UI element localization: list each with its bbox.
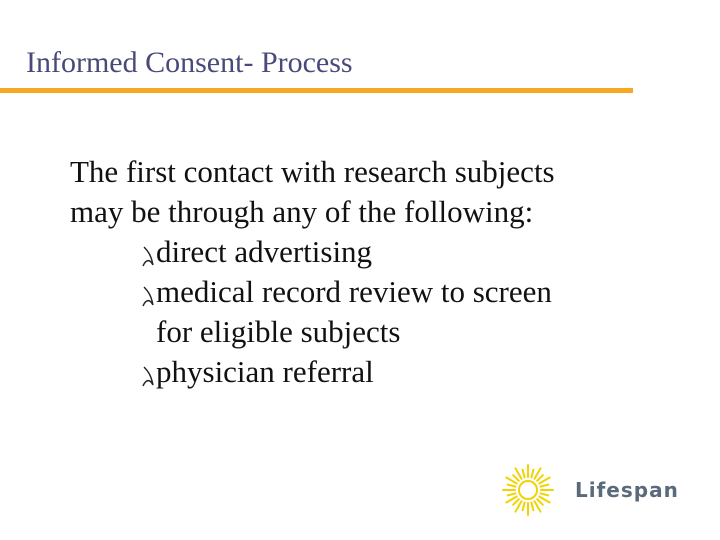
- sun-ray: [505, 476, 518, 485]
- sun-ray: [512, 474, 520, 482]
- sun-ray: [506, 492, 517, 497]
- sun-ray: [539, 483, 550, 488]
- intro-line-1: The first contact with research subjects: [70, 154, 555, 189]
- sun-ray: [536, 474, 544, 482]
- bullet-text: medical record review to screen: [156, 274, 552, 309]
- bullet-item: direct advertising: [70, 232, 555, 272]
- bullet-text: physician referral: [156, 354, 374, 389]
- swoosh-bullet-icon: [142, 286, 154, 307]
- sun-ray: [536, 498, 544, 506]
- slide-body: The first contact with research subjects…: [70, 152, 555, 392]
- sun-ray: [539, 492, 550, 497]
- sun-ray: [512, 498, 520, 506]
- swoosh-bullet-icon: [142, 366, 154, 387]
- bullet-item: physician referral: [70, 352, 555, 392]
- bullet-item: medical record review to screen: [70, 272, 555, 312]
- sun-ray: [521, 468, 526, 479]
- swoosh-bullet-icon: [142, 246, 154, 267]
- sun-ray: [530, 501, 535, 512]
- bullet-continuation: for eligible subjects: [156, 314, 401, 349]
- lifespan-logo: Lifespan: [500, 462, 710, 516]
- bullet-text: direct advertising: [156, 234, 373, 269]
- sun-ray: [514, 500, 523, 513]
- sun-ray: [533, 467, 542, 480]
- sun-ray: [530, 468, 535, 479]
- sun-ray: [538, 476, 551, 485]
- logo-text: Lifespan: [575, 478, 679, 502]
- sun-ray: [538, 495, 551, 504]
- title-underline: [0, 88, 633, 93]
- slide-title: Informed Consent- Process: [26, 46, 353, 79]
- sun-ray: [521, 501, 526, 512]
- sunburst-logo-icon: [502, 464, 554, 516]
- intro-line-2: may be through any of the following:: [70, 194, 534, 229]
- sun-ray: [533, 500, 542, 513]
- sun-ray: [514, 467, 523, 480]
- sun-ray: [505, 495, 518, 504]
- sun-ray: [506, 483, 517, 488]
